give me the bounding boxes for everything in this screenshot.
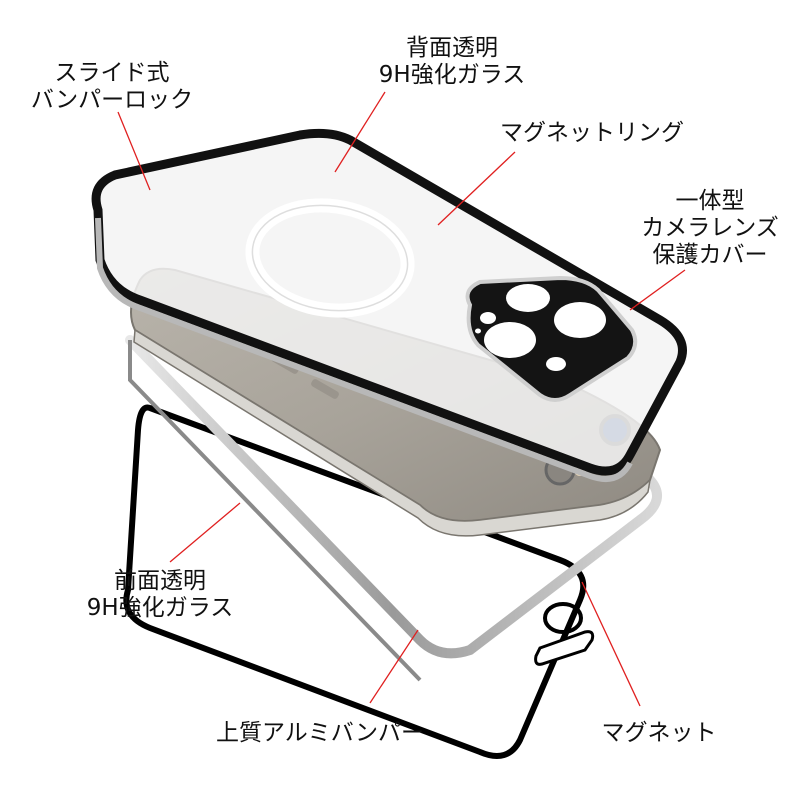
camera-lens-cover — [465, 275, 638, 402]
label-back-glass: 背面透明 9H強化ガラス — [378, 35, 526, 88]
leader-aluminum-bumper — [369, 629, 419, 704]
leader-camera-cover — [629, 269, 686, 311]
back-glass-panel — [91, 128, 687, 482]
leader-lines — [117, 91, 686, 707]
leader-magnet-ring — [437, 151, 516, 226]
label-front-glass: 前面透明 9H強化ガラス — [86, 568, 234, 621]
label-camera-cover: 一体型 カメラレンズ 保護カバー — [641, 188, 779, 268]
leader-magnet — [581, 581, 641, 707]
lower-bumper-frame — [125, 335, 663, 682]
label-magnet: マグネット — [601, 720, 717, 746]
leader-back-glass — [334, 91, 386, 173]
label-magnet-ring: マグネットリング — [500, 120, 684, 146]
label-slide-lock: スライド式 バンパーロック — [30, 60, 194, 113]
leader-slide-lock — [117, 111, 151, 191]
label-aluminum-bumper: 上質アルミバンパー — [216, 720, 424, 746]
leader-front-glass — [169, 502, 241, 563]
